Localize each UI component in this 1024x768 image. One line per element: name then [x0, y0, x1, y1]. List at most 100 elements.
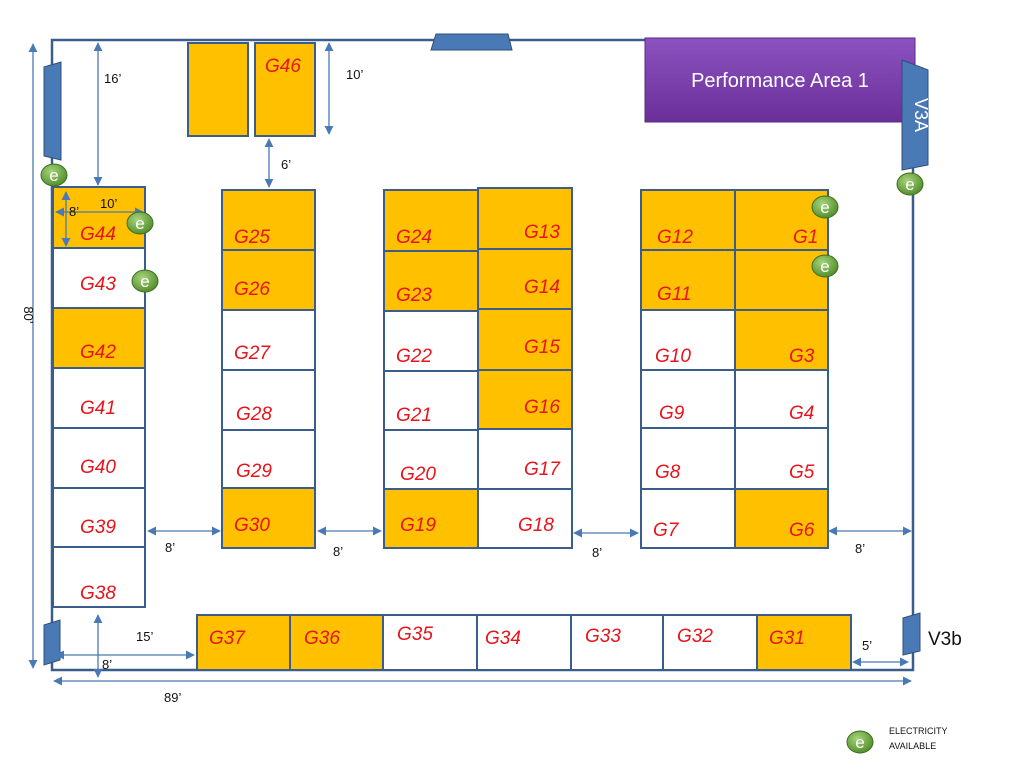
booth-g24: G24 — [383, 189, 479, 252]
dim-aisle-2: 8’ — [333, 544, 343, 559]
booth-g25: G25 — [221, 189, 316, 251]
booth-g37: G37 — [196, 614, 291, 671]
booth-label: G14 — [524, 277, 560, 298]
booth-label: G46 — [265, 56, 301, 77]
booth-label: G6 — [789, 520, 815, 541]
booth-g29: G29 — [221, 429, 316, 489]
booth-g10: G10 — [640, 309, 736, 371]
booth-label: G38 — [80, 583, 116, 604]
booth-label: G8 — [655, 462, 681, 483]
booth-label: G17 — [524, 459, 561, 480]
booth-label: G40 — [80, 457, 116, 478]
booth-rect — [734, 189, 829, 251]
booth-g27: G27 — [221, 309, 316, 371]
dim-left-wall: 80’ — [21, 306, 36, 323]
dim-g46-depth: 10’ — [346, 67, 363, 82]
electric-marker-symbol: e — [135, 214, 144, 233]
booth-rect — [640, 369, 736, 429]
booth-g35: G35 — [382, 614, 478, 671]
booth-rect — [383, 189, 479, 252]
booth-label: G3 — [789, 346, 815, 367]
booth-rect — [383, 429, 479, 490]
booth-g31: G31 — [756, 614, 852, 671]
booth-g42: G42 — [52, 307, 146, 369]
electric-marker-symbol: e — [820, 257, 829, 276]
booth-g4: G4 — [734, 369, 829, 429]
booth-rect — [383, 310, 479, 372]
booth-rect — [383, 250, 479, 312]
booth-label: G7 — [653, 520, 680, 541]
booth-rect — [221, 249, 316, 311]
booth-label: G20 — [400, 464, 436, 485]
booth-g11: G11 — [640, 249, 736, 311]
booth-rect — [254, 42, 316, 137]
booth-g7: G7 — [640, 488, 736, 549]
booth-label: G13 — [524, 222, 560, 243]
booth-g28: G28 — [221, 369, 316, 431]
booth-label: G33 — [585, 626, 621, 647]
dim-bottom-left-gap: 8’ — [102, 657, 112, 672]
booth-g20: G20 — [383, 429, 479, 490]
booth-g23: G23 — [383, 250, 479, 312]
electric-marker-icon: e — [896, 172, 924, 196]
booth-rect — [221, 189, 316, 251]
booth-g14: G14 — [477, 248, 573, 310]
dim-aisle-3: 8’ — [592, 545, 602, 560]
booth-g22: G22 — [383, 310, 479, 372]
booth-g46b — [187, 42, 249, 137]
booth-g40: G40 — [52, 427, 146, 489]
booth-g18: G18 — [477, 488, 573, 549]
booth-label: G42 — [80, 342, 116, 363]
booth-g8: G8 — [640, 427, 736, 490]
booth-g6: G6 — [734, 488, 829, 549]
booth-g39: G39 — [52, 487, 146, 548]
booth-label: G5 — [789, 462, 815, 483]
booth-label: G32 — [677, 626, 713, 647]
booth-g2 — [734, 249, 829, 311]
booth-label: G35 — [397, 624, 433, 645]
booth-label: G4 — [789, 403, 814, 424]
booth-label: G27 — [234, 343, 271, 364]
booth-g13: G13 — [477, 187, 573, 250]
booth-rect — [476, 614, 572, 671]
booth-rect — [640, 488, 736, 549]
booth-g36: G36 — [289, 614, 384, 671]
booth-rect — [221, 369, 316, 431]
electric-marker-symbol: e — [820, 198, 829, 217]
booth-g41: G41 — [52, 367, 146, 429]
booth-rect — [477, 248, 573, 310]
electric-marker-icon: e — [40, 163, 68, 187]
booth-label: G18 — [518, 515, 554, 536]
electric-marker-symbol: e — [905, 175, 914, 194]
booth-label: G12 — [657, 227, 693, 248]
electric-marker-icon: e — [811, 254, 839, 278]
electric-marker-icon: e — [126, 211, 154, 235]
left-door-bottom — [43, 619, 61, 666]
booth-label: G25 — [234, 227, 270, 248]
booth-label: G36 — [304, 628, 340, 649]
left-door-top — [43, 61, 62, 161]
booth-g38: G38 — [52, 546, 146, 608]
booth-g33: G33 — [570, 614, 664, 671]
booth-label: G22 — [396, 346, 432, 367]
electric-marker-symbol: e — [49, 166, 58, 185]
booth-g34: G34 — [476, 614, 572, 671]
booth-label: G37 — [209, 628, 246, 649]
booth-g1: G1 — [734, 189, 829, 251]
booth-label: G21 — [396, 405, 432, 426]
legend-electric-icon — [846, 730, 874, 754]
booth-rect — [52, 427, 146, 489]
booth-label: G28 — [236, 404, 272, 425]
booth-rect — [477, 369, 573, 430]
booth-g21: G21 — [383, 370, 479, 431]
dim-g44-depth: 8’ — [69, 204, 79, 219]
booth-label: G43 — [80, 274, 116, 295]
booth-label: G11 — [657, 284, 692, 305]
booth-label: G15 — [524, 337, 560, 358]
electric-marker-icon: e — [131, 269, 159, 293]
booth-label: G31 — [769, 628, 805, 649]
booth-label: G30 — [234, 515, 270, 536]
performance-area-label: Performance Area 1 — [691, 70, 869, 92]
booth-label: G1 — [793, 227, 818, 248]
booth-g32: G32 — [662, 614, 758, 671]
